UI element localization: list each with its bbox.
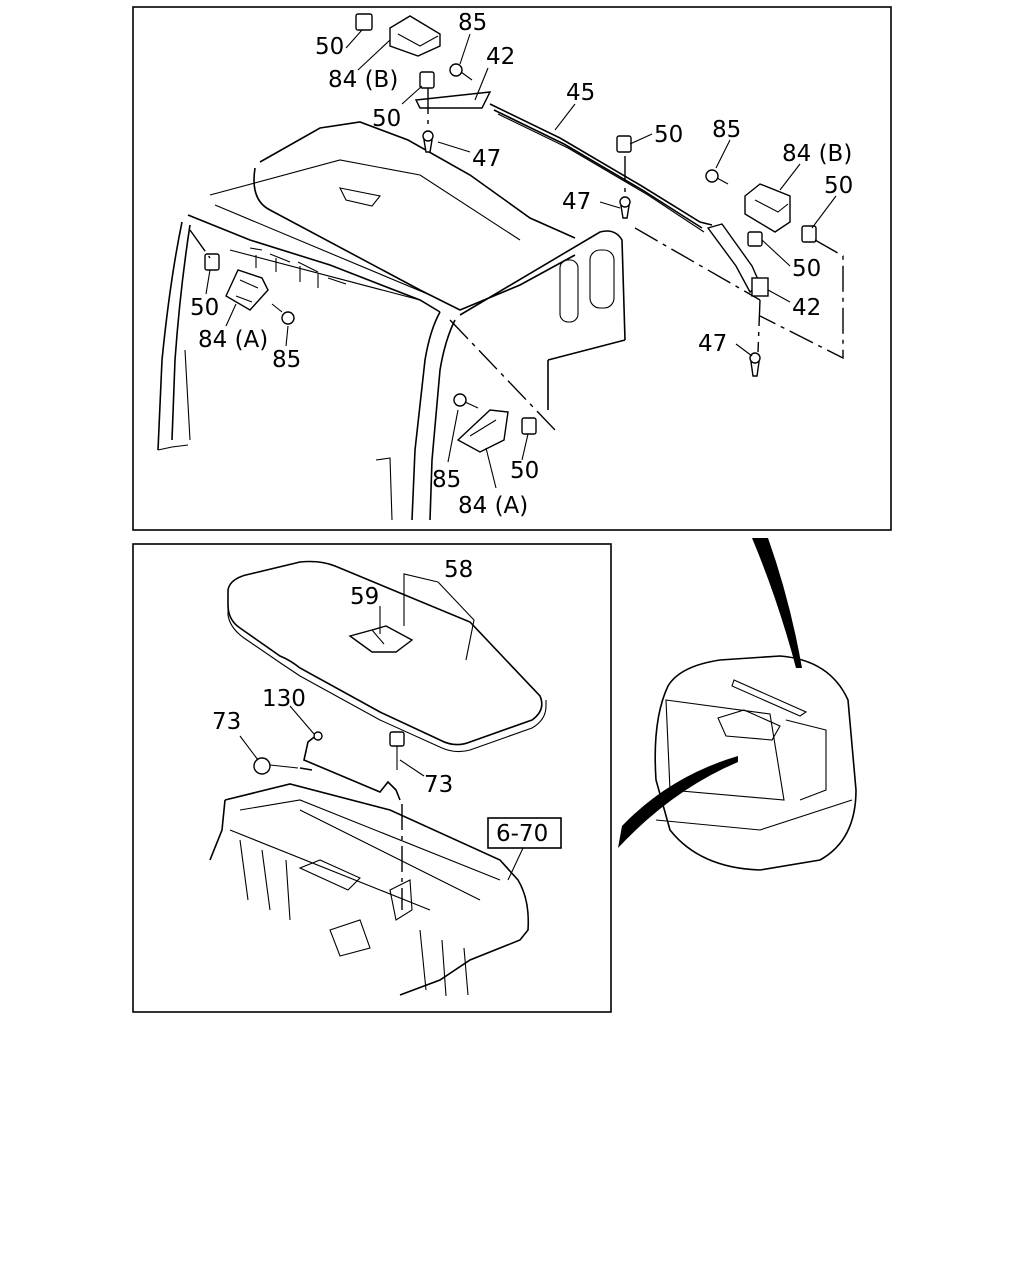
callout-50: 50 xyxy=(792,256,821,282)
callout-47: 47 xyxy=(698,331,727,357)
callout-58: 58 xyxy=(444,557,473,583)
bottom-leader-lines xyxy=(239,573,525,881)
callout-85: 85 xyxy=(272,347,301,373)
screw-47-parts xyxy=(422,130,761,377)
callout-45: 45 xyxy=(566,80,595,106)
rail-end-42-rear xyxy=(706,223,769,297)
support-rod-130 xyxy=(303,731,401,801)
roof-panel-frame xyxy=(132,6,892,531)
callout-47: 47 xyxy=(562,189,591,215)
rail-end-42-front xyxy=(414,91,492,109)
callout-59: 59 xyxy=(350,584,379,610)
callout-85: 85 xyxy=(432,467,461,493)
callout-50: 50 xyxy=(315,34,344,60)
callout-73: 73 xyxy=(424,772,453,798)
callout-84a: 84 (A) xyxy=(198,327,268,353)
top-leader-lines xyxy=(205,29,837,489)
callout-85: 85 xyxy=(458,10,487,36)
callout-50: 50 xyxy=(372,106,401,132)
callout-50: 50 xyxy=(190,295,219,321)
callout-85: 85 xyxy=(712,117,741,143)
roof-shelf-58 xyxy=(227,560,547,753)
bolt-85-parts xyxy=(271,63,729,409)
callout-50: 50 xyxy=(824,173,853,199)
reference-box-6-70 xyxy=(487,817,562,849)
callout-42: 42 xyxy=(486,44,515,70)
callout-50: 50 xyxy=(654,122,683,148)
callout-50: 50 xyxy=(510,458,539,484)
callout-84b: 84 (B) xyxy=(782,141,852,167)
callout-73: 73 xyxy=(212,709,241,735)
bracket-84a-bottom xyxy=(456,409,509,453)
callout-labels: 50 84 (B) 85 42 50 47 45 50 85 84 (B) 50… xyxy=(190,10,853,847)
cab-locator-view xyxy=(654,655,857,871)
handle-pad-59 xyxy=(348,625,414,653)
reference-box-label: 6-70 xyxy=(496,821,548,847)
clip-50-parts xyxy=(204,13,817,435)
bracket-84a-left xyxy=(225,269,269,311)
bracket-84b-right xyxy=(744,183,791,233)
shelf-panel-frame xyxy=(132,543,612,1013)
roof-rail-45 xyxy=(489,103,713,233)
callout-84b: 84 (B) xyxy=(328,67,398,93)
bolt-73-parts xyxy=(253,731,405,775)
rear-roof-structure xyxy=(209,767,530,997)
alignment-chain-lines xyxy=(189,88,844,431)
callout-42: 42 xyxy=(792,295,821,321)
cab-roof-body xyxy=(157,121,626,521)
callout-47: 47 xyxy=(472,146,501,172)
bracket-84b-top xyxy=(389,15,441,57)
pointer-arrows xyxy=(618,538,802,848)
callout-84a: 84 (A) xyxy=(458,493,528,519)
callout-130: 130 xyxy=(262,686,306,712)
